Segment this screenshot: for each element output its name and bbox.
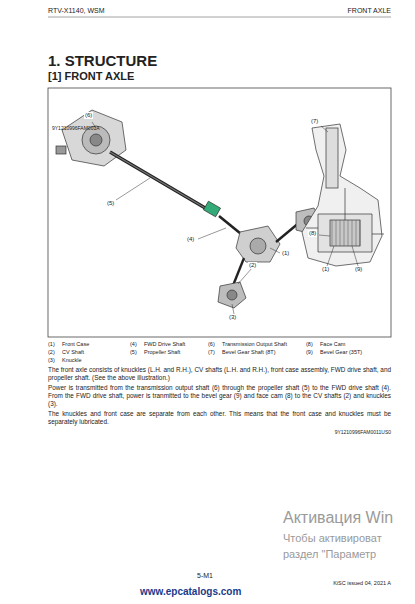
body-paragraph: The knuckles and front case are separate… <box>48 410 391 426</box>
legend-part-name: Bevel Gear Shaft (8T) <box>222 349 276 355</box>
callout-number: (5) <box>106 200 115 207</box>
legend-number: (8) <box>306 341 313 347</box>
legend-number: (9) <box>306 349 313 355</box>
header-rule <box>48 17 391 18</box>
callout-number: (7) <box>310 118 319 125</box>
legend-part-name: FWD Drive Shaft <box>144 341 185 347</box>
watermark-text: Активация Win <box>283 509 393 527</box>
header-text: FRONT AXLE <box>348 7 391 15</box>
callout-number: (3) <box>228 314 237 321</box>
header-text: RTV-X1140, WSM <box>48 7 105 15</box>
leader-lines <box>92 122 358 314</box>
legend-number: (1) <box>48 341 55 347</box>
legend-number: (3) <box>48 357 55 363</box>
subsection-title: [1] FRONT AXLE <box>48 70 134 83</box>
callout-number: (4) <box>186 236 195 243</box>
legend-number: (4) <box>130 341 137 347</box>
callout-number: (9) <box>354 266 363 273</box>
callout-number: (1) <box>281 250 290 257</box>
legend-number: (6) <box>208 341 215 347</box>
issue-note: KiSC issued 04, 2021 A <box>333 580 391 586</box>
watermark-text: раздел "Параметр <box>283 548 376 561</box>
legend-part-name: Front Case <box>62 341 89 347</box>
cv-shaft <box>232 222 300 288</box>
legend-part-name: CV Shaft <box>62 349 84 355</box>
callout-number: (2) <box>248 262 257 269</box>
legend-part-name: Transmission Output Shaft <box>222 341 287 347</box>
callout-number: (6) <box>84 112 93 119</box>
legend-part-name: Knuckle <box>62 357 82 363</box>
transmission-output-housing <box>56 110 126 166</box>
front-case-section <box>302 124 384 266</box>
legend-number: (2) <box>48 349 55 355</box>
legend-number: (5) <box>130 349 137 355</box>
gear-teeth <box>332 220 360 246</box>
legend-part-name: Propeller Shaft <box>144 349 180 355</box>
watermark-text: Чтобы активироват <box>283 532 382 545</box>
propeller-shaft <box>110 152 221 217</box>
callout-number: (1) <box>321 266 330 273</box>
figure-frame <box>48 88 391 337</box>
site-watermark: www.epcatalogs.com <box>140 586 241 598</box>
front-case <box>236 226 280 262</box>
body-paragraph: Power is transmitted from the transmissi… <box>48 384 391 408</box>
figure-id: 9Y1210996FAM001A <box>52 126 100 132</box>
legend-part-name: Face Cam <box>320 341 345 347</box>
section-title: 1. STRUCTURE <box>48 52 157 69</box>
legend-part-name: Bevel Gear (35T) <box>320 349 362 355</box>
reference-code: 9Y1210996FAM0011US0 <box>335 430 391 436</box>
legend-number: (7) <box>208 349 215 355</box>
callout-number: (8) <box>308 230 317 237</box>
body-paragraph: The front axle consists of knuckles (L.H… <box>48 366 391 382</box>
page-number: 5-M1 <box>197 572 213 580</box>
knuckle <box>218 208 322 308</box>
